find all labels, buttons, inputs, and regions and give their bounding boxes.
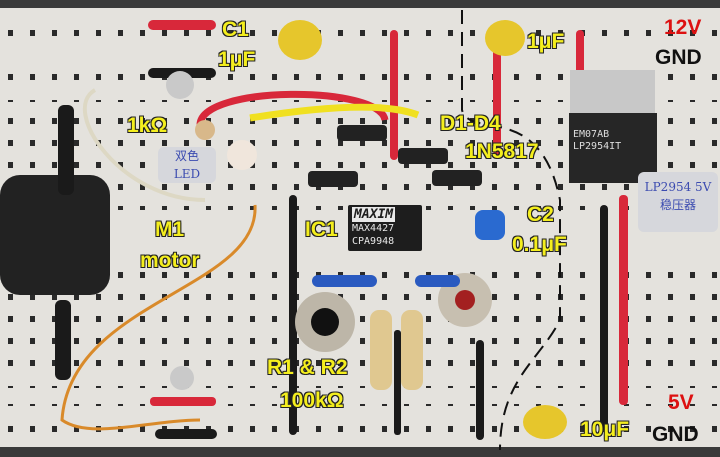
- label-1k: 1kΩ: [127, 114, 168, 137]
- power-rail-bottom-1: [0, 386, 720, 406]
- red-wire: [390, 30, 398, 160]
- label-ic1: IC1: [305, 218, 338, 241]
- label-c2-value: 0.1μF: [512, 233, 567, 256]
- label-c1-value: 1μF: [218, 48, 256, 71]
- diode: [398, 148, 448, 164]
- led-note-line2: LED: [173, 167, 201, 181]
- led-note: 双色 LED: [158, 147, 216, 183]
- regulator-tab: [570, 70, 655, 115]
- red-jumper: [148, 20, 216, 30]
- label-diodes: D1-D4: [440, 112, 501, 135]
- regulator-note: LP2954 5V 稳压器: [638, 172, 718, 232]
- label-gnd-top: GND: [655, 46, 702, 69]
- regulator-boundary-line: [461, 10, 561, 451]
- capacitor-c2: [475, 210, 505, 240]
- resistor-r2: [401, 310, 423, 390]
- ic1-chip: MAXIM MAX4427 CPA9948: [348, 205, 422, 251]
- label-diode-part: 1N5817: [465, 140, 539, 163]
- red-jumper: [150, 397, 216, 406]
- label-c1: C1: [222, 18, 249, 41]
- label-m1: M1: [155, 218, 185, 241]
- diode: [432, 170, 482, 186]
- diode: [308, 171, 358, 187]
- regulator-chip: EM07AB LP2954IT: [569, 113, 657, 183]
- regulator-note-line2: 稳压器: [659, 198, 696, 212]
- regulator-note-line1: LP2954 5V: [644, 180, 712, 194]
- led-note-line1: 双色: [174, 149, 199, 163]
- white-wire: [82, 88, 206, 202]
- black-wire: [600, 205, 608, 430]
- label-r1-r2: R1 & R2: [267, 356, 348, 379]
- yellow-wire: [249, 103, 420, 122]
- resistor-1k: [195, 120, 215, 140]
- capacitor-c1: [278, 20, 322, 60]
- black-wire: [394, 330, 401, 435]
- label-r1-r2-value: 100kΩ: [280, 389, 344, 412]
- black-jumper: [155, 429, 217, 439]
- label-motor: motor: [140, 249, 200, 272]
- diode: [337, 125, 387, 141]
- red-wire: [619, 195, 628, 405]
- motor-body: [0, 175, 110, 295]
- power-rail-top-1: [0, 18, 720, 38]
- red-wire: [493, 30, 501, 155]
- capacitor-1uf: [485, 20, 525, 56]
- label-12v: 12V: [664, 16, 702, 39]
- label-5v: 5V: [668, 391, 694, 414]
- chip-part: MAX4427: [352, 223, 395, 234]
- label-cap-bottom-value: 10μF: [580, 418, 630, 441]
- label-cap-top-value: 1μF: [527, 30, 565, 53]
- bicolor-led: [227, 140, 257, 170]
- chip-code: CPA9948: [352, 236, 395, 247]
- label-gnd-bottom: GND: [652, 423, 699, 446]
- orange-wire: [60, 204, 257, 431]
- label-c2: C2: [527, 203, 554, 226]
- regulator-line1: EM07AB: [573, 129, 610, 140]
- chip-brand: MAXIM: [352, 207, 396, 222]
- regulator-line2: LP2954IT: [573, 141, 622, 152]
- black-wire: [289, 195, 297, 435]
- black-wire: [476, 340, 484, 440]
- capacitor-10uf: [523, 405, 567, 439]
- resistor-r1: [370, 310, 392, 390]
